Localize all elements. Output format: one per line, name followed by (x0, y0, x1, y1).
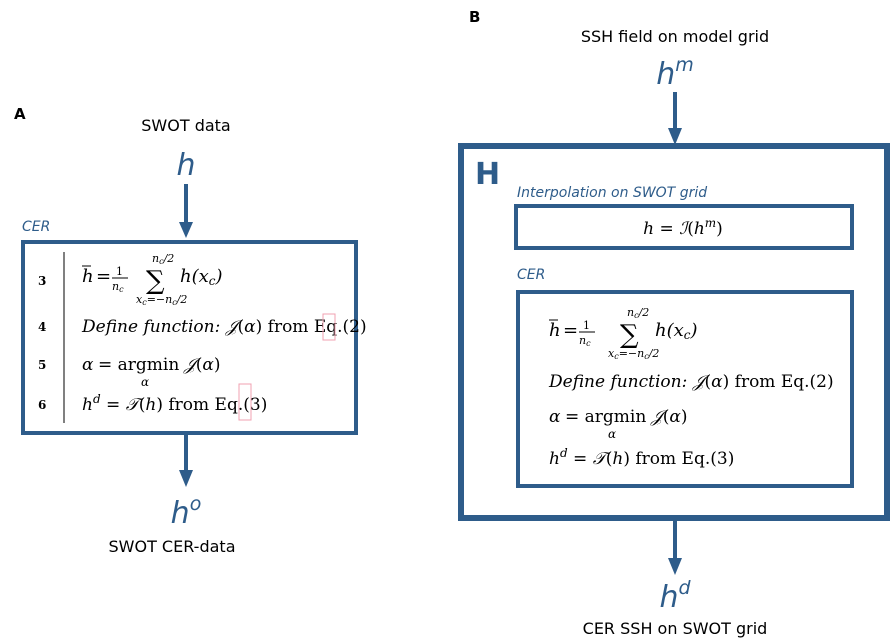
svg-text:xc=−nc/2: xc=−nc/2 (608, 347, 659, 361)
panel-b-eq-argmin: α = argmin α 𝒥(α) (549, 407, 688, 441)
panel-b-eq-define: Define function: 𝒥(α) from Eq.(2) (548, 372, 834, 392)
svg-text:nc/2: nc/2 (627, 306, 649, 320)
svg-text:Define function: 𝒥(α) from Eq: Define function: 𝒥(α) from Eq.(2) (81, 317, 367, 337)
panel-a-from-eq3: from Eq.(3) (168, 395, 267, 415)
panel-a-define-label: Define function: (81, 317, 220, 337)
line-number-3: 3 (38, 274, 46, 288)
svg-text:nc: nc (579, 334, 591, 348)
panel-b-interp-box (514, 204, 854, 250)
panel-a-arrow-out-head (179, 470, 193, 487)
line-number-4: 4 (38, 320, 46, 334)
line-number-5: 5 (38, 358, 46, 372)
panel-b-define-label: Define function: (548, 372, 687, 392)
svg-text:h: h (549, 320, 561, 341)
panel-b-arrow-in-head (668, 128, 682, 145)
panel-a-eq-argmin: α = argmin α 𝒥(α) (82, 355, 221, 389)
svg-text:∑: ∑ (620, 320, 639, 350)
panel-a-output-label: SWOT CER-data (109, 537, 236, 556)
svg-text:h(xc): h(xc) (180, 266, 223, 288)
panel-b-arrow-out-head (668, 558, 682, 575)
svg-text:𝒥(α): 𝒥(α) (183, 355, 221, 375)
panel-b-h-box (458, 143, 890, 521)
panel-a-box-label: CER (22, 219, 50, 235)
panel-a-arrow-in-head (179, 222, 193, 238)
panel-b-input-label: SSH field on model grid (581, 27, 769, 46)
panel-b-interp-eq: h = ℐ(hm) (643, 216, 723, 239)
svg-text:α: α (549, 407, 561, 427)
panel-a-from-eq2: from Eq.(2) (268, 317, 367, 337)
panel-b-h-label: H (475, 157, 500, 192)
svg-text:=: = (96, 266, 111, 287)
panel-b-cer-label: CER (517, 267, 545, 283)
svg-text:nc: nc (112, 280, 124, 294)
panel-a-cer-box (21, 240, 358, 435)
panel-b-cer-box (516, 290, 854, 488)
panel-b-output-symbol: hd (659, 577, 691, 615)
panel-b-input-symbol: hm (656, 54, 694, 92)
panel-a-output-symbol: ho (171, 493, 202, 531)
panel-b-output-label: CER SSH on SWOT grid (583, 619, 768, 638)
line-number-6: 6 (38, 398, 46, 412)
panel-a-eq-define: Define function: 𝒥(α) from Eq.(2) (81, 313, 367, 341)
svg-text:𝒥(α): 𝒥(α) (650, 407, 688, 427)
svg-text:nc/2: nc/2 (152, 252, 174, 266)
svg-text:= argmin: = argmin (98, 355, 179, 375)
svg-text:∑: ∑ (146, 266, 165, 296)
svg-text:α: α (141, 375, 149, 389)
panel-b-letter: B (469, 8, 480, 26)
svg-text:hd = 𝒯(h) from Eq.(3): hd = 𝒯(h) from Eq.(3) (82, 392, 267, 415)
panel-a-letter: A (14, 105, 26, 123)
svg-text:1: 1 (116, 265, 123, 278)
panel-a-input-label: SWOT data (141, 116, 230, 135)
svg-text:=: = (563, 320, 578, 341)
panel-a-eq-mean: h = 1 nc nc/2 ∑ xc=−nc/2 h(xc) (82, 252, 223, 307)
panel-b-eq-mean: h = 1 nc nc/2 ∑ xc=−nc/2 h(xc) (549, 306, 698, 361)
panel-a-eq-transform: hd = 𝒯(h) from Eq.(3) (82, 383, 267, 421)
panel-b-interp-label: Interpolation on SWOT grid (517, 185, 707, 201)
svg-text:h: h (82, 266, 94, 287)
svg-text:xc=−nc/2: xc=−nc/2 (136, 293, 187, 307)
svg-text:1: 1 (583, 319, 590, 332)
panel-b-eq-transform: hd = 𝒯(h) from Eq.(3) (549, 446, 734, 469)
svg-text:α: α (82, 355, 94, 375)
svg-text:h(xc): h(xc) (655, 320, 698, 342)
panel-a-input-symbol: h (176, 148, 195, 183)
panel-b-from-eq3: from Eq.(3) (635, 449, 734, 469)
svg-text:= argmin: = argmin (565, 407, 646, 427)
svg-text:α: α (608, 427, 616, 441)
panel-b-from-eq2: from Eq.(2) (735, 372, 834, 392)
